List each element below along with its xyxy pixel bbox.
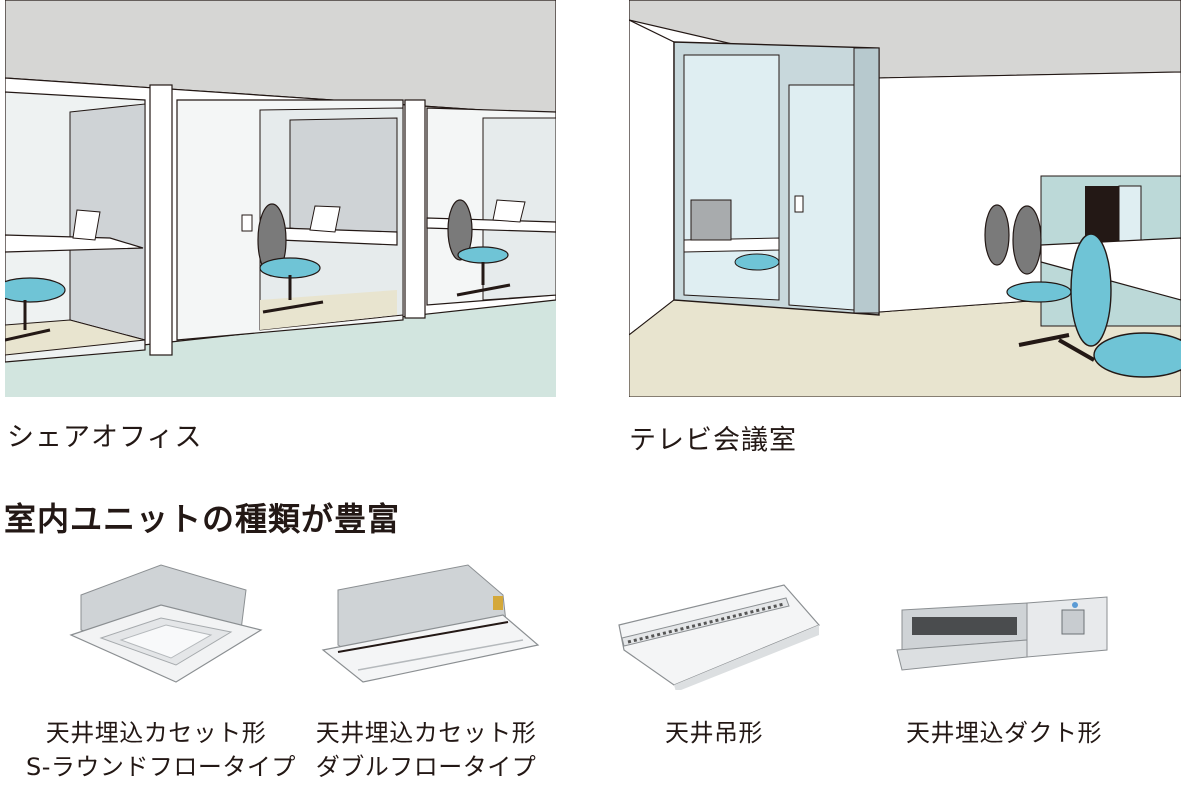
unit-type-line: 天井埋込カセット形: [315, 719, 537, 747]
unit-subtype-line: ダブルフロータイプ: [315, 753, 537, 781]
unit-label-ceiling-suspended: 天井吊形: [604, 716, 824, 750]
unit-type-line: 天井吊形: [665, 719, 763, 747]
share-office-caption: シェアオフィス: [7, 422, 203, 453]
unit-type-line: 天井埋込カセット形: [45, 719, 267, 747]
unit-label-round-flow-cassette: 天井埋込カセット形 S-ラウンドフロータイプ: [26, 716, 296, 784]
unit-subtype-line: S-ラウンドフロータイプ: [26, 753, 296, 781]
section-heading: 室内ユニットの種類が豊富: [4, 500, 401, 538]
video-conference-room-illustration: [629, 0, 1181, 397]
video-conference-room-caption: テレビ会議室: [629, 425, 797, 456]
share-office-illustration: [5, 0, 556, 397]
double-flow-cassette-unit-image: [318, 560, 543, 694]
unit-type-line: 天井埋込ダクト形: [906, 719, 1102, 747]
unit-label-double-flow-cassette: 天井埋込カセット形 ダブルフロータイプ: [296, 716, 556, 784]
round-flow-cassette-unit-image: [66, 560, 266, 704]
unit-label-ducted: 天井埋込ダクト形: [880, 716, 1128, 750]
ceiling-suspended-unit-image: [614, 580, 824, 694]
ducted-unit-image: [892, 595, 1112, 684]
